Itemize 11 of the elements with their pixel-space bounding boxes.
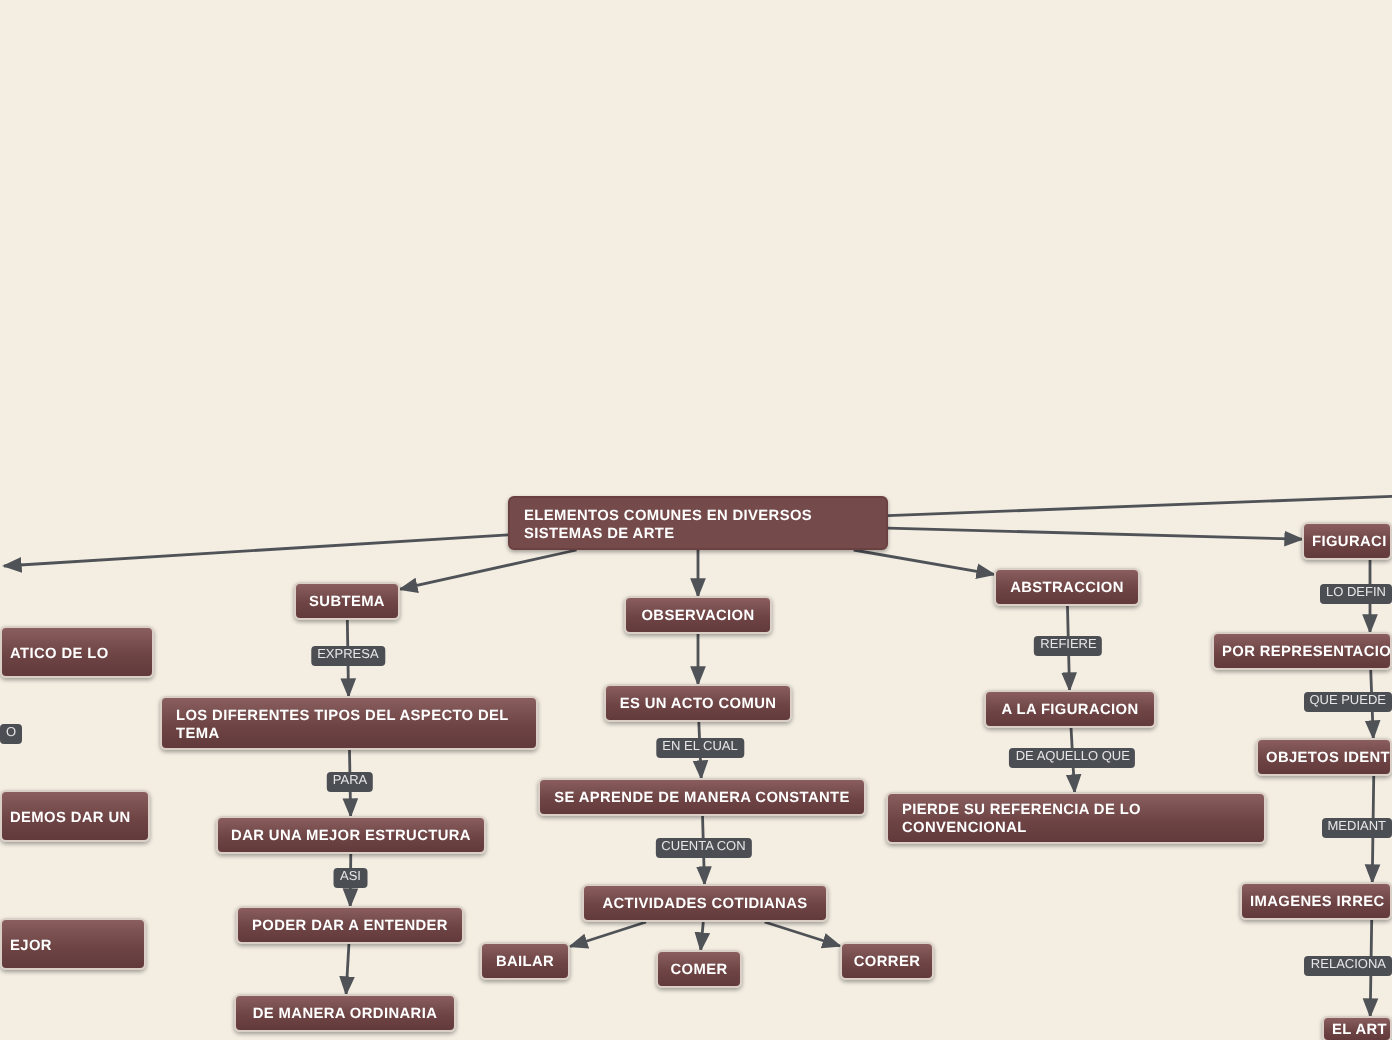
connector-arrow — [2, 533, 509, 573]
connector-arrow — [342, 749, 359, 818]
connector-arrow — [568, 920, 647, 949]
connector-arrow — [690, 634, 706, 686]
connector-arrow — [690, 550, 706, 598]
connector-arrow — [339, 943, 355, 996]
connector-arrow — [398, 548, 577, 594]
connector-arrow — [887, 526, 1304, 547]
connector-arrow — [853, 548, 996, 580]
connector-arrow — [694, 921, 711, 952]
connector-arrow — [764, 920, 842, 949]
